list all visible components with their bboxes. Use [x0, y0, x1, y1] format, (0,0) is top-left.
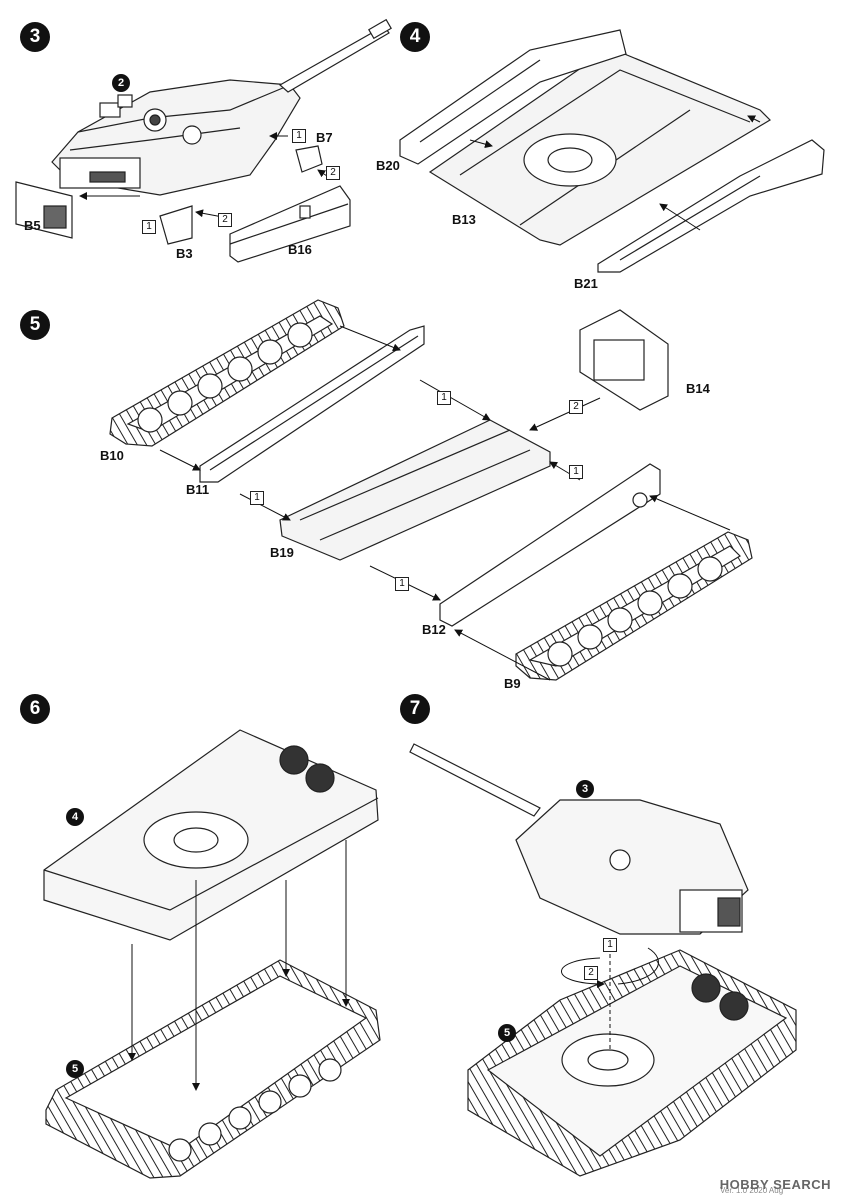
step7-box-2: 2	[584, 966, 598, 980]
step7-ref-3: 3	[576, 780, 594, 798]
step7-ref-5: 5	[498, 1024, 516, 1042]
part-label-b16: B16	[288, 242, 312, 257]
step7-assembly	[409, 743, 797, 1177]
step5-box-2: 2	[569, 400, 583, 414]
step5-chassis	[109, 299, 753, 681]
step6-ref-4: 4	[66, 808, 84, 826]
step6-ref-5: 5	[66, 1060, 84, 1078]
part-label-b3: B3	[176, 246, 193, 261]
version-text: Ver. 1.0 2020 Aug	[720, 1186, 784, 1195]
part-label-b9: B9	[504, 676, 521, 691]
step5-box-1d: 1	[395, 577, 409, 591]
part-label-b21: B21	[574, 276, 598, 291]
part-label-b19: B19	[270, 545, 294, 560]
step3-box-2b: 2	[218, 213, 232, 227]
step4-hull-upper	[399, 29, 825, 273]
step-number-7: 7	[400, 694, 430, 724]
step-number-4: 4	[400, 22, 430, 52]
part-label-b7: B7	[316, 130, 333, 145]
step5-box-1c: 1	[250, 491, 264, 505]
step3-box-1b: 1	[142, 220, 156, 234]
step3-box-1a: 1	[292, 129, 306, 143]
step3-turret	[15, 18, 392, 263]
step5-box-1b: 1	[569, 465, 583, 479]
step-number-6: 6	[20, 694, 50, 724]
part-label-b20: B20	[376, 158, 400, 173]
step-number-5: 5	[20, 310, 50, 340]
step7-box-1: 1	[603, 938, 617, 952]
step6-assembly	[43, 729, 381, 1179]
part-label-b11: B11	[186, 482, 210, 497]
step-number-3: 3	[20, 22, 50, 52]
step5-box-1a: 1	[437, 391, 451, 405]
step3-ref-2: 2	[112, 74, 130, 92]
part-label-b10: B10	[100, 448, 124, 463]
part-label-b13: B13	[452, 212, 476, 227]
step3-box-2a: 2	[326, 166, 340, 180]
part-label-b12: B12	[422, 622, 446, 637]
part-label-b5: B5	[24, 218, 41, 233]
part-label-b14: B14	[686, 381, 710, 396]
hobby-search-watermark: HOBBY SEARCH	[719, 1177, 831, 1192]
